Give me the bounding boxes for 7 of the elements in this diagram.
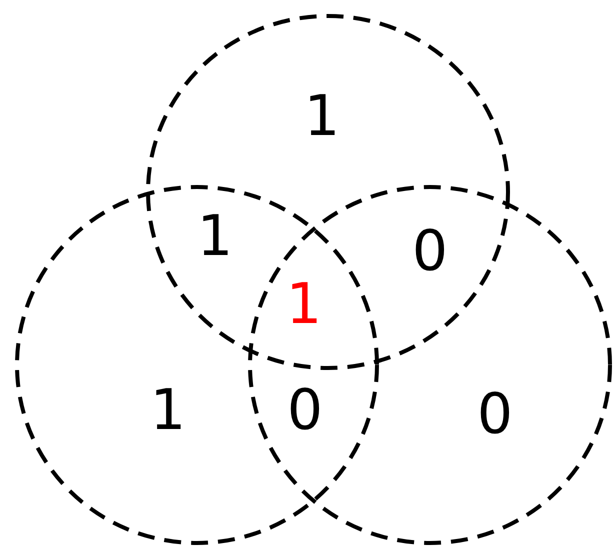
region-value: 1	[197, 209, 233, 265]
region-value: 0	[412, 224, 448, 280]
region-value: 0	[477, 387, 513, 443]
region-value: 1	[150, 383, 186, 439]
region-value: 0	[287, 383, 323, 439]
region-value: 1	[286, 277, 322, 333]
region-value: 1	[304, 89, 340, 145]
